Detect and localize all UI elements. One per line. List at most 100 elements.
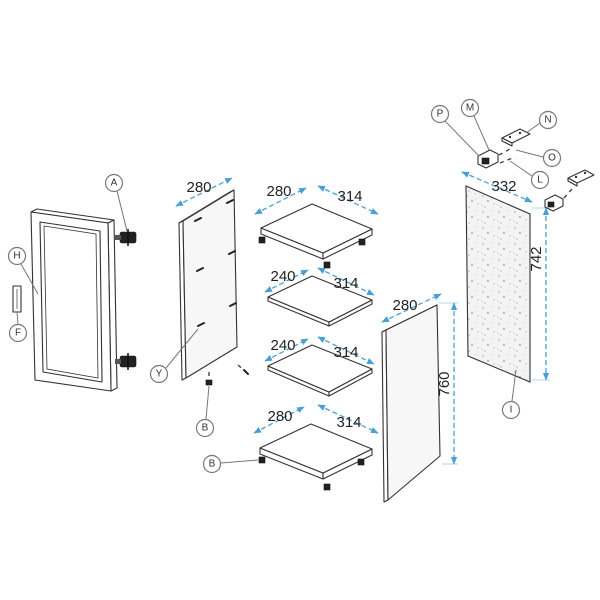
shelf-2-depth-label: 240 <box>270 268 295 285</box>
rail-hole <box>518 131 522 135</box>
callout-h-circle <box>7 246 27 266</box>
back-panel-width-line <box>461 171 533 203</box>
hardware-guide <box>563 188 573 199</box>
callout-l-circle <box>530 170 550 190</box>
shelf-4 <box>258 423 373 491</box>
callout-i: I <box>501 369 521 420</box>
callout-o-label: O <box>548 153 556 164</box>
shelf-3-depth-label: 240 <box>270 337 295 354</box>
callout-i-label: I <box>510 405 513 416</box>
callout-b-lower-label: B <box>209 459 216 470</box>
right-panel-depth-label: 280 <box>392 297 417 314</box>
callout-f: F <box>8 311 28 343</box>
callout-m: M <box>460 98 490 151</box>
shelf-pin <box>228 250 236 255</box>
callout-o: O <box>515 148 562 168</box>
shelf-1-fitting <box>323 261 331 269</box>
shelf-pin <box>197 322 205 327</box>
shelf-pin <box>229 302 237 307</box>
left-side-panel-face <box>182 189 238 379</box>
callout-i-circle <box>501 400 521 420</box>
callout-b-upper-label: B <box>202 423 209 434</box>
back-panel-dimensions: 332 742 <box>461 171 550 381</box>
rail-hole <box>583 171 587 175</box>
callout-p: P <box>430 104 480 157</box>
shelf-pin <box>196 267 204 272</box>
hinge-bottom-arm <box>115 359 121 364</box>
callout-h-leader <box>20 263 39 295</box>
glass-door <box>30 208 118 392</box>
left-panel-depth-line <box>175 177 233 207</box>
callout-a-circle <box>104 173 124 193</box>
shelf-1-fitting <box>358 238 366 246</box>
hinge-bottom <box>115 353 137 370</box>
door-glass <box>43 225 99 379</box>
shelf-4-depth-line <box>253 406 305 434</box>
callout-n-label: N <box>544 115 551 126</box>
hanging-hardware-set-2 <box>544 169 595 212</box>
shelf-1-top <box>260 203 373 254</box>
shelf-3-depth-line <box>264 338 309 362</box>
callout-f-leader <box>16 311 19 325</box>
shelf-pin <box>194 217 202 222</box>
callout-b-lower: B <box>202 454 259 474</box>
callout-y-leader <box>165 328 199 369</box>
callout-y: Y <box>149 328 199 384</box>
back-panel-width-label: 332 <box>491 178 516 195</box>
right-panel-height-label: 760 <box>436 371 453 396</box>
shelf-2-width-line <box>317 267 375 296</box>
callout-i-leader <box>511 369 517 402</box>
callout-b-lower-circle <box>202 454 222 474</box>
callout-m-circle <box>460 98 480 118</box>
shelf-3-width-label: 314 <box>333 344 358 361</box>
shelf-1-depth-line <box>254 187 307 215</box>
callout-y-label: Y <box>156 369 163 380</box>
callout-a: A <box>104 173 128 232</box>
shelf-1-depth-label: 280 <box>266 183 291 200</box>
callout-f-label: F <box>15 328 21 339</box>
callout-b-upper: B <box>195 385 215 438</box>
shelf-1-dimensions: 280 314 <box>254 183 379 215</box>
right-panel-dimensions: 280 760 <box>381 293 458 465</box>
callout-l: L <box>509 160 550 190</box>
shelf-1-fitting <box>258 236 266 244</box>
shelf-1-width-label: 314 <box>337 188 362 205</box>
rail-hole <box>574 175 578 179</box>
hardware-block-insert <box>547 201 555 208</box>
shelf-4-fitting <box>357 458 365 466</box>
shelf-4-dimensions: 280 314 <box>253 404 379 434</box>
shelf-2-dimensions: 240 314 <box>264 267 375 296</box>
callout-a-leader <box>116 190 128 232</box>
shelf-2-depth-line <box>264 269 309 293</box>
hinge-top-arm <box>115 235 121 240</box>
callout-o-leader <box>515 149 544 158</box>
callout-y-circle <box>149 364 169 384</box>
callout-h: H <box>7 246 39 295</box>
hinge-top <box>115 229 137 246</box>
shelf-4-top <box>259 423 373 474</box>
callout-m-leader <box>473 115 490 151</box>
shelf-1 <box>258 203 373 269</box>
callout-n: N <box>525 110 558 134</box>
callout-a-label: A <box>111 178 118 189</box>
shelf-3-dimensions: 240 314 <box>264 336 375 365</box>
left-panel-depth-dimension: 280 <box>175 177 233 207</box>
callout-l-label: L <box>537 175 543 186</box>
callout-m-label: M <box>466 103 474 114</box>
callout-p-label: P <box>437 109 444 120</box>
shelf-4-fitting <box>323 483 331 491</box>
callout-n-circle <box>538 110 558 130</box>
shelf-2-width-label: 314 <box>333 275 358 292</box>
shelf-4-width-line <box>317 404 379 434</box>
callout-h-label: H <box>13 251 20 262</box>
back-panel <box>465 185 531 383</box>
callout-f-circle <box>8 323 28 343</box>
shelf-3-width-line <box>317 336 375 365</box>
hardware-guide <box>498 148 511 156</box>
rail-hole <box>508 135 512 139</box>
callout-o-circle <box>542 148 562 168</box>
door-handle <box>12 285 22 313</box>
shelf-4-depth-label: 280 <box>267 408 292 425</box>
left-panel-depth-label: 280 <box>186 179 211 196</box>
